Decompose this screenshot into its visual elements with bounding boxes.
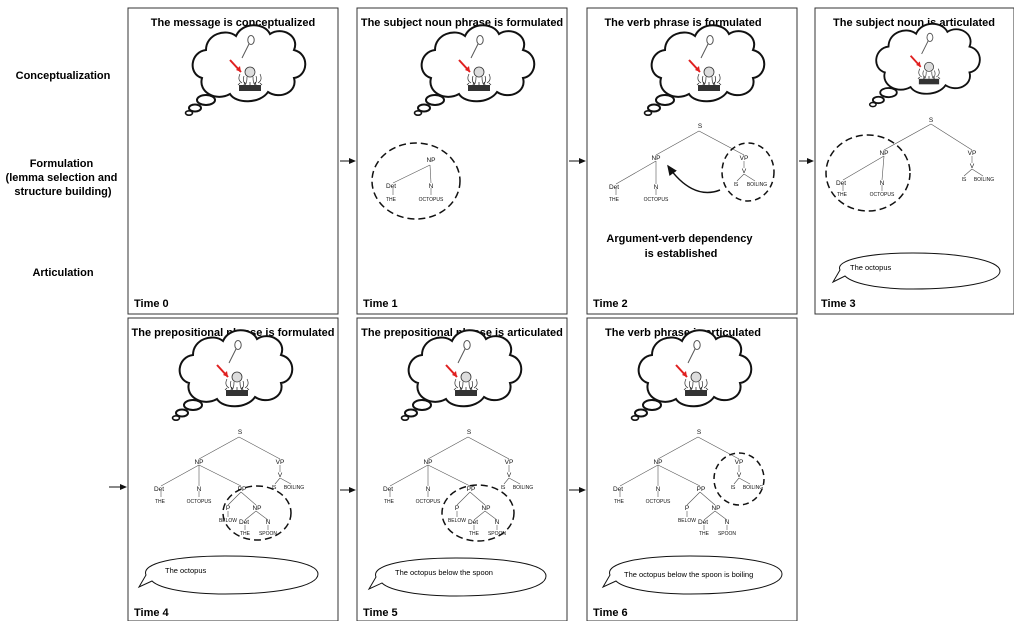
- speech-text: The octopus below the spoon: [395, 568, 493, 577]
- tree-node-n: N: [654, 184, 659, 191]
- panel-time-label: Time 0: [134, 298, 169, 310]
- tree-leaf-boiling: BOILING: [974, 177, 994, 183]
- thought-bubble: [630, 329, 753, 422]
- panel-title: The subject noun is articulated: [833, 17, 995, 29]
- panel-6-frame: [586, 317, 798, 621]
- panel-0: The message is conceptualized Time 0: [134, 17, 315, 310]
- tree-leaf-octopus: OCTOPUS: [644, 197, 669, 203]
- tree-leaf-boiling: BOILING: [747, 182, 767, 188]
- focus-circle: [441, 484, 515, 542]
- thought-bubble: [413, 24, 536, 117]
- panel-2-frame: [586, 7, 798, 315]
- focus-circle: [825, 134, 911, 212]
- speech-text: The octopus: [850, 263, 892, 272]
- tree-node-det: Det: [609, 184, 619, 191]
- row-label-conceptualization: Conceptualization: [16, 70, 111, 82]
- focus-circle: [222, 485, 292, 541]
- tree-node-n: N: [429, 183, 434, 190]
- tree-node-vp: VP: [968, 150, 977, 157]
- tree-leaf-the: THE: [386, 197, 397, 203]
- panel-time-label: Time 5: [363, 607, 398, 619]
- panel-time-label: Time 4: [134, 607, 170, 619]
- tree-node-np: NP: [426, 157, 435, 164]
- row-labels: Conceptualization Formulation (lemma sel…: [6, 70, 121, 279]
- tree-leaf-is: IS: [962, 177, 967, 183]
- panel-time-label: Time 3: [821, 298, 856, 310]
- syntax-tree: [612, 428, 764, 538]
- panel-time-label: Time 2: [593, 298, 628, 310]
- panel-title: The subject noun phrase is formulated: [361, 17, 563, 29]
- syntax-tree: S NP VP V Det N IS BOILING THE OCTOPUS: [609, 123, 767, 203]
- speech-text: The octopus below the spoon is boiling: [624, 570, 753, 579]
- panel-2: The verb phrase is formulated S NP VP V …: [593, 17, 775, 310]
- panel-1-frame: [356, 7, 568, 315]
- tree-node-np: NP: [651, 155, 660, 162]
- panel-5: The prepositional phrase is articulated …: [361, 327, 563, 619]
- focus-circle: [721, 142, 775, 202]
- dependency-arrow: [667, 164, 721, 194]
- tree-node-det: Det: [836, 180, 846, 187]
- speech-bubble: The octopus: [137, 555, 319, 595]
- tree-node-det: Det: [386, 183, 396, 190]
- tree-leaf-the: THE: [609, 197, 620, 203]
- row-label-articulation: Articulation: [32, 267, 93, 279]
- panel-time-label: Time 6: [593, 607, 628, 619]
- connector-arrows: [109, 158, 814, 493]
- panel-1: The subject noun phrase is formulated NP…: [361, 17, 563, 310]
- syntax-tree: NP Det N THE OCTOPUS: [386, 157, 444, 203]
- speech-text: The octopus: [165, 566, 207, 575]
- panel-title: The verb phrase is formulated: [604, 17, 761, 29]
- tree-node-s: S: [929, 117, 934, 124]
- speech-bubble: The octopus below the spoon: [367, 557, 547, 597]
- thought-bubble: [171, 329, 294, 422]
- speech-bubble: The octopus below the spoon is boiling: [601, 555, 783, 595]
- panel-frames: [127, 7, 1014, 621]
- panel-3-frame: [814, 7, 1014, 315]
- focus-circle: [713, 452, 765, 506]
- tree-leaf-octopus: OCTOPUS: [870, 192, 895, 198]
- tree-node-s: S: [698, 123, 703, 130]
- syntax-tree: [382, 428, 534, 538]
- tree-node-vp: VP: [740, 155, 749, 162]
- tree-node-n: N: [880, 180, 885, 187]
- panel-3: The subject noun is articulated S NP VP …: [821, 17, 1001, 310]
- tree-leaf-octopus: OCTOPUS: [419, 197, 444, 203]
- syntax-tree: [153, 428, 305, 538]
- tree-leaf-the: THE: [837, 192, 848, 198]
- panel-6: The verb phrase is articulated The octop…: [593, 327, 783, 619]
- panel-5-frame: [356, 317, 568, 621]
- syntax-tree: S NP VP V Det N IS BOILING THE OCTOPUS: [836, 117, 994, 198]
- tree-leaf-is: IS: [734, 182, 739, 188]
- speech-bubble: The octopus: [831, 252, 1001, 290]
- panel-title: The message is conceptualized: [151, 17, 315, 29]
- dependency-note: Argument-verb dependency is established: [606, 233, 755, 260]
- panel-4-frame: [127, 317, 339, 621]
- panel-4: The prepositional phrase is formulated T…: [132, 327, 335, 619]
- panel-0-frame: [127, 7, 339, 315]
- tree-node-v: V: [742, 168, 747, 175]
- focus-circle: [371, 142, 461, 220]
- thought-bubble: [184, 24, 307, 117]
- panel-time-label: Time 1: [363, 298, 398, 310]
- thought-bubble: [868, 22, 981, 108]
- thought-bubble: [643, 24, 766, 117]
- row-label-formulation: Formulation (lemma selection and structu…: [6, 158, 121, 198]
- tree-node-v: V: [970, 163, 975, 170]
- tree-node-np: NP: [879, 150, 888, 157]
- thought-bubble: [400, 329, 523, 422]
